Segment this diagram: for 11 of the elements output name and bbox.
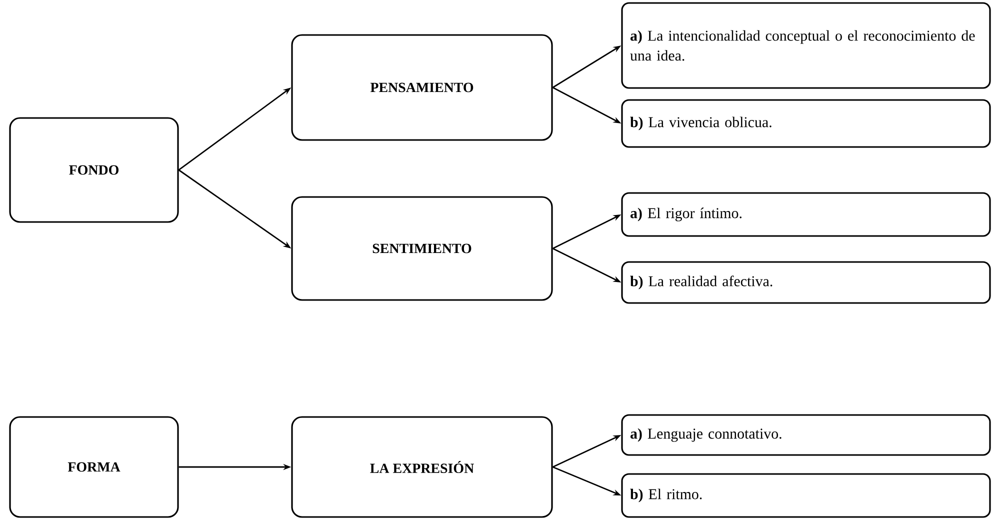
concept-box: LA EXPRESIÓN: [291, 416, 553, 518]
text-box: a) El rigor íntimo.: [621, 192, 991, 237]
text-box: a) La intencionalidad conceptual o el reconocimiento de una idea.: [621, 2, 991, 89]
text-box: b) La vivencia oblicua.: [621, 99, 991, 148]
concept-box: PENSAMIENTO: [291, 34, 553, 141]
text-box: a) Lenguaje connotativo.: [621, 414, 991, 456]
text-box: b) La realidad afectiva.: [621, 261, 991, 304]
concept-box: FONDO: [9, 117, 179, 223]
concept-box: SENTIMIENTO: [291, 196, 553, 301]
text-box: b) El ritmo.: [621, 473, 991, 518]
concept-box: FORMA: [9, 416, 179, 518]
